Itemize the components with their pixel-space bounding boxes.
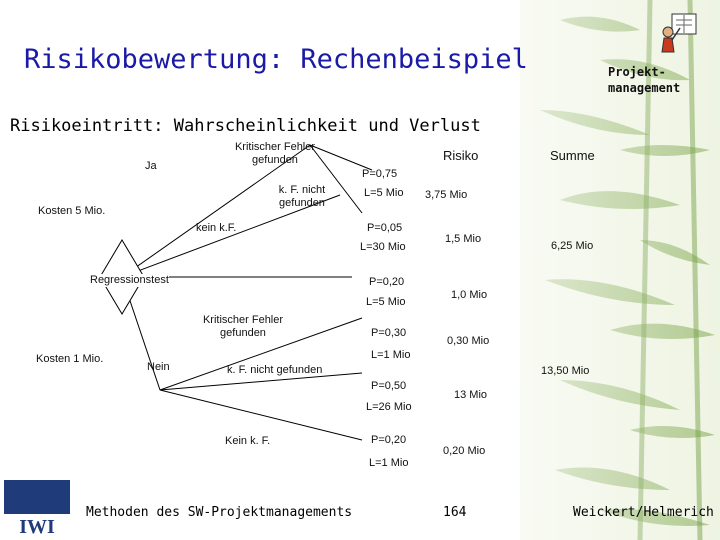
label-kritisch-line-1: Kritischer Fehler <box>234 141 316 153</box>
mascot-icon <box>661 13 697 53</box>
label-kein: kein k.F. <box>196 222 237 234</box>
label-nicht-line-2: gefunden <box>279 197 325 209</box>
label-b-nicht: k. F. nicht gefunden <box>227 364 323 376</box>
risk-value: 1,5 Mio <box>445 233 482 245</box>
edge-kritisch <box>309 144 373 171</box>
footer-authors: Weickert/Helmerich <box>573 505 714 520</box>
edge-kein <box>121 194 341 278</box>
sum-ja: 6,25 Mio <box>551 240 594 252</box>
edge-b-nicht <box>159 372 363 391</box>
slide-subtitle: Risikoeintritt: Wahrscheinlichkeit und V… <box>10 116 481 136</box>
outcome-l: L=1 Mio <box>369 457 409 469</box>
label-b-kritisch: Kritischer Fehler gefunden <box>196 314 290 340</box>
edge-nicht <box>309 144 363 214</box>
risk-value: 0,20 Mio <box>443 445 486 457</box>
outcome-p: P=0,20 <box>369 276 405 288</box>
slide-title: Risikobewertung: Rechenbeispiel <box>24 44 528 75</box>
footer-course: Methoden des SW-Projektmanagements <box>86 505 353 520</box>
label-nein: Nein <box>147 361 170 373</box>
label-kritisch: Kritischer Fehler gefunden <box>230 141 320 167</box>
university-logo-icon: IWI <box>4 480 70 538</box>
logo-text: IWI <box>19 516 55 538</box>
outcome-p: P=0,30 <box>371 327 407 339</box>
label-b-kein: Kein k. F. <box>225 435 271 447</box>
outcome-p: P=0,05 <box>367 222 403 234</box>
outcome-p: P=0,75 <box>362 168 398 180</box>
header-risiko: Risiko <box>443 148 479 163</box>
edge-b-kein <box>159 389 363 441</box>
header-summe: Summe <box>550 148 595 163</box>
outcome-l: L=30 Mio <box>360 241 406 253</box>
label-ja: Ja <box>145 160 157 172</box>
label-nicht: k. F. nicht gefunden <box>270 184 334 210</box>
risk-value: 3,75 Mio <box>425 189 468 201</box>
edge-b-kritisch <box>159 317 363 391</box>
brand-line-2: management <box>608 81 681 95</box>
brand-label: Projekt- management <box>608 64 680 96</box>
outcome-l: L=1 Mio <box>371 349 411 361</box>
label-kritisch-line-2: gefunden <box>252 154 298 166</box>
outcome-l: L=5 Mio <box>366 296 406 308</box>
outcome-l: L=5 Mio <box>364 187 404 199</box>
outcome-p: P=0,20 <box>371 434 407 446</box>
brand-line-1: Projekt- <box>608 65 666 79</box>
branch-ja <box>121 144 311 278</box>
label-b-kritisch-line-2: gefunden <box>220 327 266 339</box>
outcome-p: P=0,50 <box>371 380 407 392</box>
label-bottom-cost: Kosten 1 Mio. <box>36 353 104 365</box>
outcome-l: L=26 Mio <box>366 401 412 413</box>
footer-page-number: 164 <box>443 505 467 520</box>
label-regressionstest: Regressionstest <box>90 274 169 287</box>
risk-value: 13 Mio <box>454 389 488 401</box>
label-b-kritisch-line-1: Kritischer Fehler <box>202 314 284 326</box>
risk-value: 1,0 Mio <box>451 289 488 301</box>
label-top-cost: Kosten 5 Mio. <box>38 205 106 217</box>
label-nicht-line-1: k. F. nicht <box>278 184 326 196</box>
sum-nein: 13,50 Mio <box>541 365 590 377</box>
risk-value: 0,30 Mio <box>447 335 490 347</box>
